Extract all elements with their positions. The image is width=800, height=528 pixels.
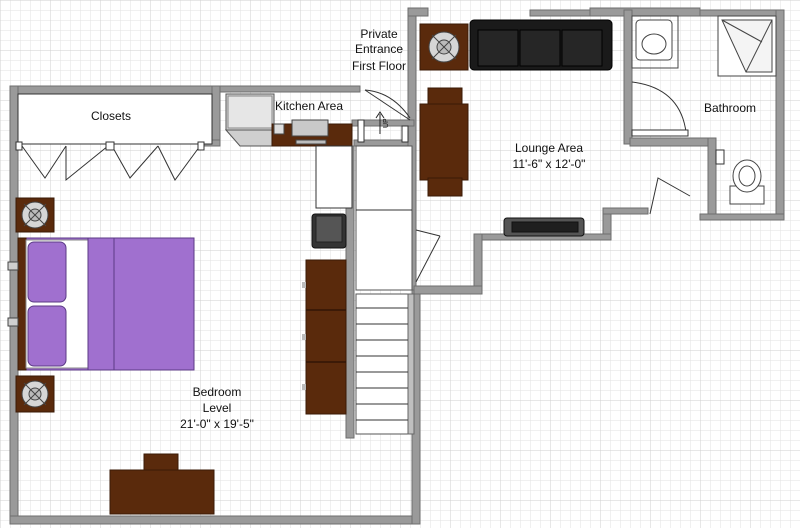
tv-stand [503,217,585,237]
entrance-door [357,89,411,143]
desk [109,453,215,515]
kitchen-label: Kitchen Area [275,99,343,113]
hall-door [415,229,441,283]
lounge-label: Lounge Area [515,141,583,155]
counter-block [311,145,353,249]
dresser [302,259,347,415]
bathroom-fixtures [631,15,777,205]
entrance-label-line2: Entrance [355,42,403,56]
staircase: UP [355,111,415,435]
nightstand-bottom [15,375,55,413]
nightstand-top [15,197,55,233]
kitchen-fixtures [224,93,353,147]
bed [7,237,195,371]
bathroom-door [631,81,725,215]
sofa [469,19,613,71]
bedroom-size-label: 21'-0" x 19'-5" [180,417,254,431]
lounge-side-table [419,23,469,71]
bathroom-label: Bathroom [704,101,756,115]
entrance-label-line1: Private [360,27,398,41]
lounge-size-label: 11'-6" x 12'-0" [513,157,586,171]
closets-label: Closets [91,109,131,123]
closet-doors [15,93,213,182]
labels: Private Entrance First Floor Closets Kit… [91,27,756,431]
lounge-table [419,87,469,197]
stairs-up-label: UP [383,118,390,128]
bedroom-level-label: Level [203,401,232,415]
bedroom-label: Bedroom [193,385,242,399]
entrance-label-line3: First Floor [352,59,406,73]
